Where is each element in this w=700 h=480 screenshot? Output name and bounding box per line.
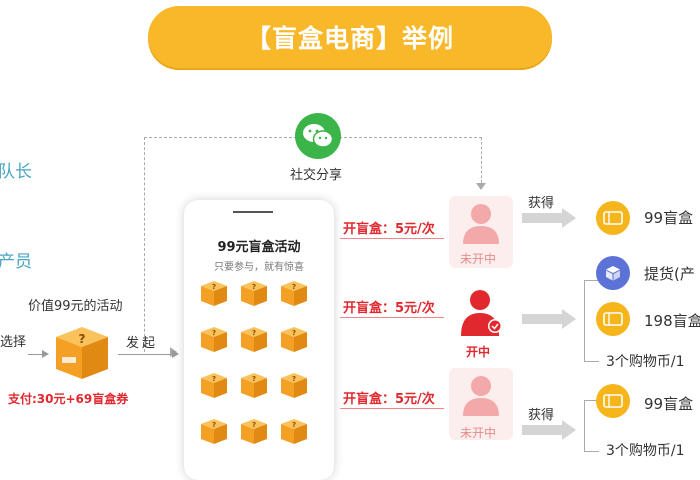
select-arrow-line [28,354,42,355]
phone-box-grid: ???????????? [198,278,318,446]
svg-text:?: ? [292,375,296,383]
svg-text:?: ? [252,329,256,337]
select-arrow-icon [42,350,49,358]
share-arrow-down-icon [476,183,486,190]
person-card-1 [449,196,513,268]
ticket-icon [596,384,630,418]
svg-text:?: ? [212,283,216,291]
get-label-top: 获得 [528,196,555,211]
mystery-box-icon: ? [198,324,230,354]
mystery-box-icon: ? [278,324,310,354]
reward-bracket-bottom [584,400,599,452]
person-card-3 [449,368,513,440]
issue-arrow-line [118,354,172,355]
issue-label: 发起 [126,336,159,351]
reward-bracket-middle [584,280,599,362]
mystery-box-icon: ? [198,370,230,400]
svg-text:?: ? [212,375,216,383]
get-arrow-bottom-icon [562,420,576,440]
svg-text:?: ? [292,421,296,429]
issue-arrow-icon [172,350,179,358]
svg-text:?: ? [252,421,256,429]
phone-speaker [233,211,273,213]
role-member-label: 产员 [0,252,32,272]
mystery-box-icon: ? [238,416,270,446]
reward-top-item: 99盲盒 [644,209,694,227]
open-box-label-1: 开盲盒：5元/次 [343,222,435,237]
mystery-box-icon: ? [238,324,270,354]
reward-bottom-coins: 3个购物币/1 [606,443,685,459]
select-label: 选择 [0,335,27,350]
person-status-3: 未开中 [460,426,497,440]
reward-pickup: 提货(产 [644,265,695,283]
cube-icon [596,256,630,290]
mystery-box-icon: ? [238,370,270,400]
share-dashed-line-right [481,137,482,183]
open-box-line-1 [340,238,444,239]
svg-text:?: ? [252,283,256,291]
share-label: 社交分享 [290,168,343,183]
title-banner: 【盲盒电商】举例 [148,6,552,68]
mystery-box-icon: ? [278,370,310,400]
open-box-line-2 [340,317,444,318]
mystery-box-icon: ? [50,319,114,383]
get-arrow-bar-top [522,213,564,223]
share-dashed-line-left [144,137,145,352]
person-active-icon [457,288,507,338]
get-arrow-middle-icon [562,309,576,329]
get-label-bottom: 获得 [528,408,555,423]
reward-middle-coins: 3个购物币/1 [606,354,685,370]
open-box-label-2: 开盲盒：5元/次 [343,301,435,316]
box-price-label: 价值99元的活动 [28,299,123,314]
open-box-line-3 [340,408,444,409]
phone-activity-subtitle: 只要参与，就有惊喜 [214,262,304,273]
mystery-box-icon: ? [198,416,230,446]
mystery-box-icon: ? [278,278,310,308]
page-title: 【盲盒电商】举例 [245,24,454,53]
svg-text:?: ? [252,375,256,383]
svg-text:?: ? [292,329,296,337]
person-icon [463,376,499,416]
reward-bottom-item: 99盲盒 [644,395,694,413]
person-status-1: 未开中 [460,252,497,266]
ticket-icon [596,302,630,336]
mystery-box-icon: ? [278,416,310,446]
person-status-2: 开中 [466,345,491,359]
mystery-box-icon: ? [198,278,230,308]
svg-text:?: ? [79,332,86,346]
open-box-label-3: 开盲盒：5元/次 [343,392,435,407]
get-arrow-top-icon [562,208,576,228]
role-leader-label: 队长 [0,162,32,182]
wechat-icon [295,113,341,159]
get-arrow-bar-middle [522,314,564,324]
reward-middle-item: 198盲盒 [644,312,700,330]
person-icon [463,204,499,244]
ticket-icon [596,201,630,235]
svg-text:?: ? [212,421,216,429]
phone-activity-title: 99元盲盒活动 [217,240,301,255]
svg-text:?: ? [212,329,216,337]
get-arrow-bar-bottom [522,425,564,435]
svg-text:?: ? [292,283,296,291]
mystery-box-icon: ? [238,278,270,308]
pay-label: 支付:30元+69盲盒券 [8,392,129,406]
